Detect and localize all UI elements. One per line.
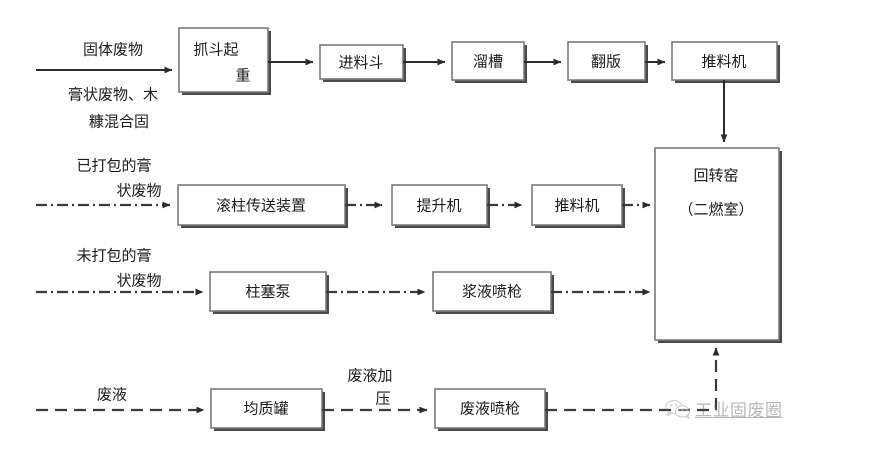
pusher-mid-label: 推料机 — [554, 197, 599, 215]
rotary-kiln-label-line1: 回转窑 — [693, 167, 738, 185]
input-label-solid-waste-line2: 膏状废物、木 — [68, 86, 158, 104]
row-unpacked-paste — [36, 271, 651, 314]
grab-crane-label-line1: 抓斗起 — [193, 41, 238, 59]
slurry-spray-gun-box[interactable] — [432, 271, 552, 312]
chute-label: 溜槽 — [473, 53, 503, 71]
homogenizing-tank-box[interactable] — [210, 388, 323, 429]
row-solid-waste — [36, 27, 780, 143]
input-label-solid-waste-line3: 糠混合固 — [89, 113, 149, 131]
pusher-top-label: 推料机 — [701, 53, 746, 71]
edge-label-pressurize-line2: 压 — [375, 390, 390, 408]
pusher-mid-box[interactable] — [531, 184, 623, 226]
chute-box[interactable] — [451, 41, 525, 81]
feed-hopper-label: 进料斗 — [338, 54, 383, 72]
waste-liquid-spray-gun-label: 废液喷枪 — [460, 400, 520, 418]
slurry-spray-gun-label: 浆液喷枪 — [462, 283, 522, 301]
feed-hopper-box[interactable] — [319, 44, 404, 80]
plunger-pump-label: 柱塞泵 — [245, 283, 290, 301]
rotary-kiln-box[interactable] — [654, 147, 780, 341]
input-label-packed-paste-line1: 已打包的膏 — [76, 157, 151, 175]
grab-crane-label-line2: 重 — [235, 67, 250, 85]
pusher-top-box[interactable] — [671, 41, 778, 81]
input-label-solid-waste-line1: 固体废物 — [83, 41, 143, 59]
roller-conveyor-label: 滚柱传送装置 — [216, 197, 306, 215]
row-packed-paste — [36, 184, 651, 228]
input-label-unpacked-paste-line2: 状废物 — [116, 272, 161, 290]
grab-crane-box[interactable] — [178, 27, 269, 93]
input-label-waste-liquid: 废液 — [97, 386, 127, 404]
waste-liquid-spray-gun-box[interactable] — [434, 388, 546, 429]
roller-conveyor-box[interactable] — [177, 184, 346, 226]
flip-plate-label: 翻版 — [591, 53, 621, 71]
homogenizing-tank-label: 均质罐 — [243, 400, 288, 418]
input-label-packed-paste-line2: 状废物 — [116, 182, 161, 200]
rotary-kiln-label-line2: （二燃室） — [678, 201, 753, 219]
input-label-unpacked-paste-line1: 未打包的膏 — [76, 247, 151, 265]
rotary-kiln-group — [654, 147, 782, 343]
row-waste-liquid — [36, 347, 720, 431]
connector-wastegun-to-kiln — [545, 347, 720, 412]
elevator-label: 提升机 — [416, 197, 461, 215]
edge-label-pressurize-line1: 废液加 — [347, 367, 392, 385]
